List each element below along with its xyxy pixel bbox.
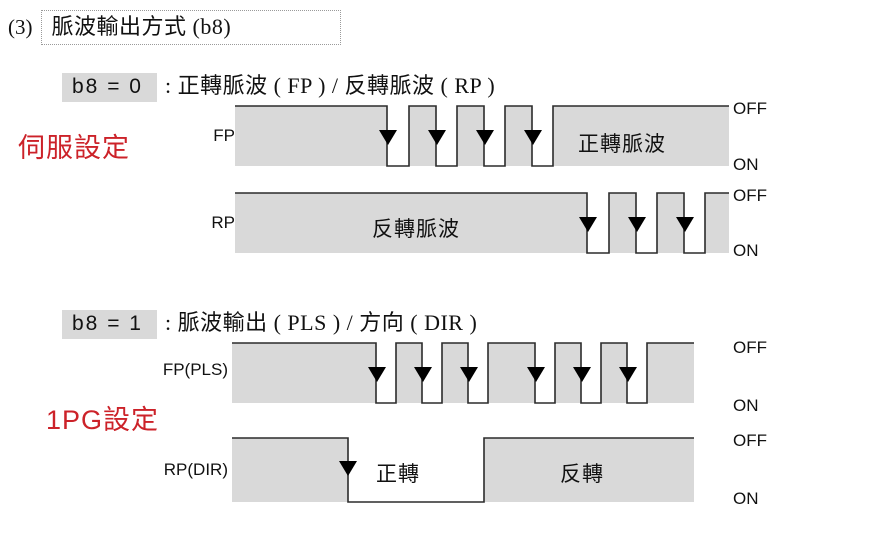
signal-caption-rp-dir-forward: 正轉 [376, 462, 420, 486]
heading: (3) 脈波輸出方式 (b8) [8, 10, 341, 46]
state-label-fp-pls-off: OFF [733, 338, 767, 357]
waveform-rp-edge-arrows [579, 217, 694, 232]
waveform-rp-fill [235, 193, 729, 253]
signal-caption-rp: 反轉脈波 [372, 217, 460, 241]
waveform-fp-pls-outline [232, 342, 694, 404]
signal-caption-rp-dir-reverse: 反轉 [560, 462, 604, 486]
heading-number: (3) [8, 15, 33, 40]
annotation-1pg-setting: 1PG設定 [46, 405, 160, 435]
signal-label-rp: RP [211, 213, 235, 232]
signal-label-fp-pls: FP(PLS) [162, 360, 228, 379]
signal-caption-fp: 正轉脈波 [578, 132, 666, 156]
state-label-fp-on: ON [733, 155, 759, 174]
state-label-rp-dir-on: ON [733, 489, 759, 508]
mode-desc-b8-0: : 正轉脈波 ( FP ) / 反轉脈波 ( RP ) [164, 73, 496, 98]
state-label-fp-pls-on: ON [733, 396, 759, 415]
mode-tag-b8-0: b8 = 0 [62, 73, 157, 102]
waveform-rp-dir-edge-arrows [339, 461, 357, 476]
mode-header-b8-1: b8 = 1 : 脈波輸出 ( PLS ) / 方向 ( DIR ) [62, 305, 477, 339]
waveform-rp [235, 192, 729, 254]
mode-desc-b8-1: : 脈波輸出 ( PLS ) / 方向 ( DIR ) [164, 310, 478, 335]
heading-title-box: 脈波輸出方式 (b8) [40, 10, 341, 46]
waveform-rp-dir-outline [232, 437, 694, 503]
mode-tag-b8-1: b8 = 1 [62, 310, 157, 339]
mode-header-b8-0: b8 = 0 : 正轉脈波 ( FP ) / 反轉脈波 ( RP ) [62, 68, 495, 102]
state-label-rp-off: OFF [733, 186, 767, 205]
waveform-fp-pls [232, 342, 694, 404]
waveform-fp-outline [235, 105, 729, 167]
signal-label-rp-dir: RP(DIR) [163, 460, 228, 479]
waveform-rp-dir [232, 437, 694, 503]
state-label-rp-on: ON [733, 241, 759, 260]
state-label-fp-off: OFF [733, 99, 767, 118]
waveform-rp-dir-fill [232, 438, 694, 502]
waveform-fp-pls-fill [232, 343, 694, 403]
signal-label-fp: FP [213, 126, 235, 145]
waveform-rp-outline [235, 192, 729, 254]
annotation-servo-setting: 伺服設定 [18, 133, 130, 163]
state-label-rp-dir-off: OFF [733, 431, 767, 450]
waveform-fp-edge-arrows [379, 130, 542, 145]
waveform-fp [235, 105, 729, 167]
waveform-fp-fill [235, 106, 729, 166]
waveform-fp-pls-edge-arrows [368, 367, 637, 382]
